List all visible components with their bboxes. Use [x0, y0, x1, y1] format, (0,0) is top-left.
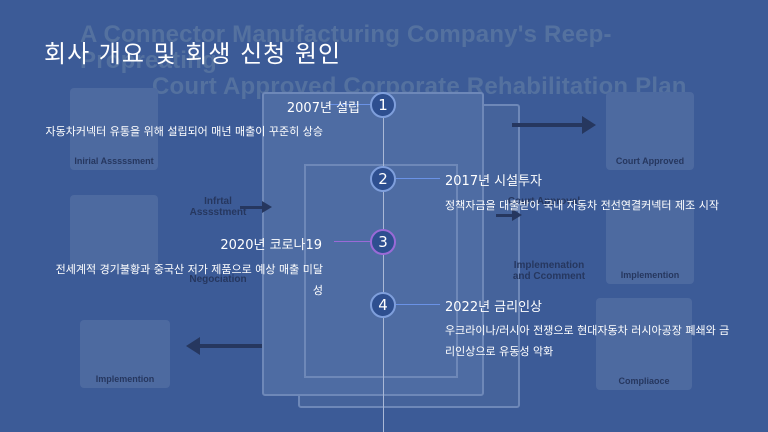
event-3-description: 전세계적 경기불황과 중국산 저가 제품으로 예상 매출 미달성	[55, 263, 323, 297]
event-4-number-badge: 4	[370, 292, 396, 318]
bg-card-court-approved: Court Approved	[606, 92, 694, 170]
bg-label-compliance: Compliaoce	[618, 376, 670, 386]
bg-card-implementation-right: Implemention	[606, 200, 694, 284]
page-title: 회사 개요 및 회생 신청 원인	[44, 40, 342, 68]
event-1-connector	[329, 104, 371, 105]
event-4-connector	[396, 304, 440, 305]
timeline-axis	[383, 92, 384, 432]
background-heading: A Connector Manufacturing Company's Reep…	[80, 22, 720, 100]
event-2-year: 2017년 시설투자	[445, 174, 543, 189]
background-heading-line1: A Connector Manufacturing Company's Reep…	[80, 21, 612, 74]
bg-label-implementation-right: Implemention	[620, 270, 680, 280]
event-3-year: 2020년 코로나19	[220, 238, 322, 253]
event-2-description: 정책자금을 대출받아 국내 자동차 전선연결커넥터 제조 시작	[445, 199, 719, 212]
bg-card-implementation-left: Implemention	[80, 320, 170, 388]
event-1-year: 2007년 설립	[286, 101, 360, 116]
bg-label-initial-assessment-center: Infrtal Asssstment	[189, 196, 247, 218]
event-2-number-badge: 2	[370, 166, 396, 192]
bg-card-courthouse	[70, 195, 158, 270]
bg-label-court-approval: Court Approval	[507, 196, 581, 207]
bg-label-implementation-commencement: Implemenation and Ccomment	[512, 260, 586, 282]
event-3-connector	[334, 241, 371, 242]
event-2-connector	[396, 178, 440, 179]
bg-label-negotiation: Negociation	[189, 274, 247, 285]
event-1-description: 자동차커넥터 유통을 위해 설립되어 매년 매출이 꾸준히 상승	[45, 125, 323, 138]
event-4-description: 우크라이나/러시아 전쟁으로 현대자동차 러시아공장 폐쇄와 금리인상으로 유동…	[445, 324, 730, 358]
bg-label-initial-assessment: Inirial Asssssment	[74, 156, 154, 166]
event-3-number-badge: 3	[370, 229, 396, 255]
event-4-year: 2022년 금리인상	[445, 300, 543, 315]
event-1-number-badge: 1	[370, 92, 396, 118]
bg-card-initial-assessment: Inirial Asssssment	[70, 88, 158, 170]
bg-label-implementation-left: Implemention	[95, 374, 155, 384]
bg-card-compliance: Compliaoce	[596, 298, 692, 390]
bg-label-court-approved: Court Approved	[615, 156, 685, 166]
